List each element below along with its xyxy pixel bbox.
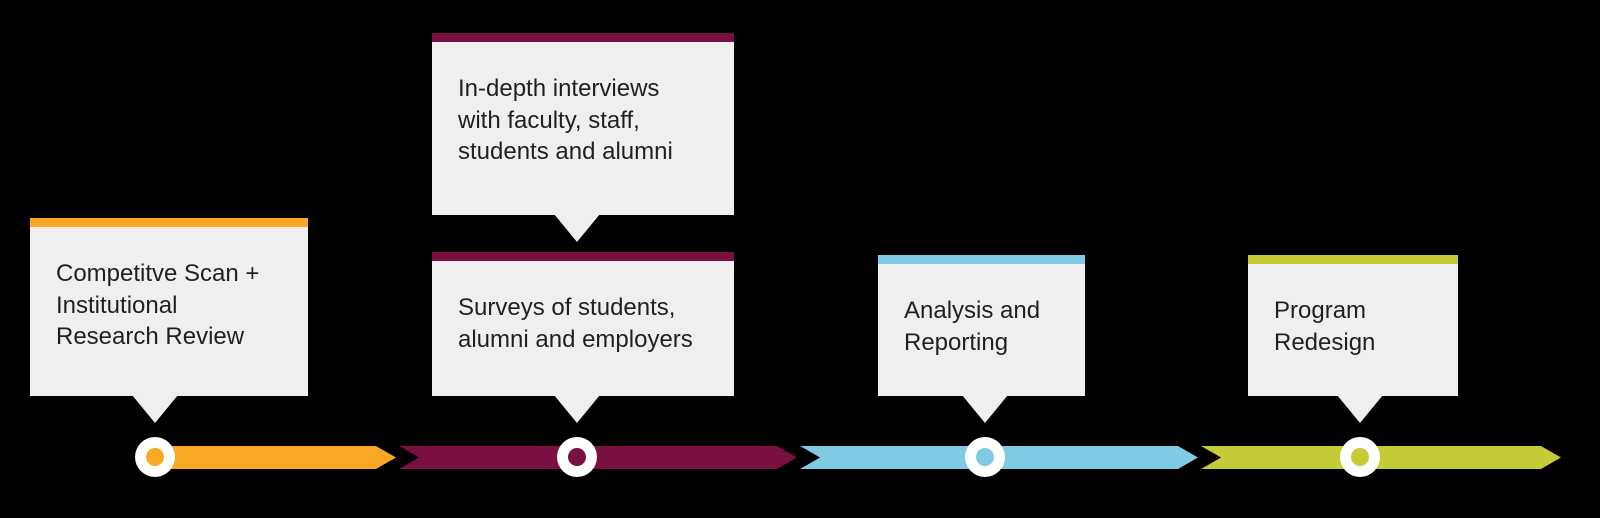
callout-pointer [554,395,600,423]
callout-interviews: In-depth interviews with faculty, staff,… [432,33,734,242]
timeline-segment-4-green [1201,446,1561,469]
callout-text: Surveys of students, alumni and employer… [458,294,693,353]
callout-text: In-depth interviews with faculty, staff,… [458,75,673,166]
callout-analysis-reporting: Analysis and Reporting [878,255,1085,423]
callout-program-redesign: Program Redesign [1248,255,1458,423]
node-dot-green [1351,448,1369,466]
callout-text: Competitve Scan + Institutional Research… [56,260,260,351]
callout-accent-bar-maroon [432,33,734,42]
callout-pointer [554,214,600,242]
callout-accent-bar-maroon [432,252,734,261]
timeline-segment-2-maroon [399,446,797,469]
callout-surveys: Surveys of students, alumni and employer… [432,252,734,423]
timeline-node-2 [557,437,597,477]
timeline-node-3 [965,437,1005,477]
timeline-node-1 [135,437,175,477]
callout-text: Analysis and Reporting [904,297,1041,356]
callout-accent-bar-blue [878,255,1085,264]
timeline-node-4 [1340,437,1380,477]
callout-pointer [1337,395,1383,423]
node-dot-orange [146,448,164,466]
callout-accent-bar-green [1248,255,1458,264]
callout-competitive-scan: Competitve Scan + Institutional Research… [30,218,308,423]
callout-accent-bar-orange [30,218,308,227]
node-dot-maroon [568,448,586,466]
node-dot-blue [976,448,994,466]
timeline-segment-1-orange [140,446,396,469]
callout-text: Program Redesign [1274,297,1376,356]
callout-pointer [132,395,178,423]
callout-pointer [962,395,1008,423]
